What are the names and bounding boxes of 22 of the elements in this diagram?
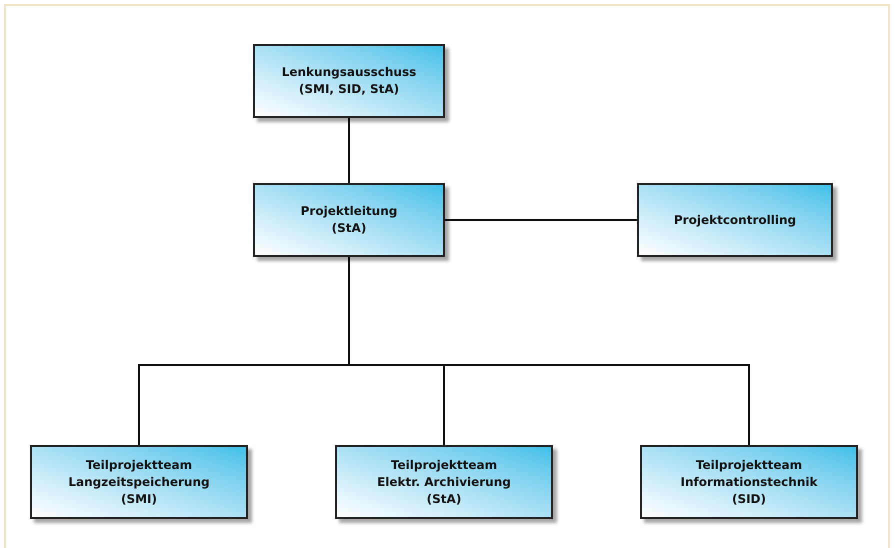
box-label: Projektleitung	[300, 203, 398, 220]
org-box	[253, 183, 445, 257]
org-box	[637, 183, 833, 257]
org-box	[335, 445, 553, 519]
org-box	[640, 445, 858, 519]
box-label: (StA)	[332, 220, 366, 237]
box-label: Teilprojektteam	[696, 456, 802, 474]
box-label: (SID)	[732, 490, 766, 508]
box-label: Teilprojektteam	[86, 456, 192, 474]
org-box	[253, 44, 445, 118]
box-label: Langzeitspeicherung	[68, 474, 210, 490]
box-label: (SMI)	[120, 490, 158, 508]
box-label: (StA)	[426, 490, 462, 508]
box-label: Lenkungsausschuss	[282, 64, 416, 81]
org-box	[30, 445, 248, 519]
box-label: Teilprojektteam	[390, 456, 498, 474]
box-label: (SMI, SID, StA)	[298, 81, 400, 98]
box-label: Projektcontrolling	[674, 212, 796, 228]
box-label: Informationstechnik	[680, 474, 818, 490]
connector-line	[348, 118, 350, 183]
box-label: Elektr. Archivierung	[377, 474, 511, 490]
connector-line	[445, 219, 637, 221]
